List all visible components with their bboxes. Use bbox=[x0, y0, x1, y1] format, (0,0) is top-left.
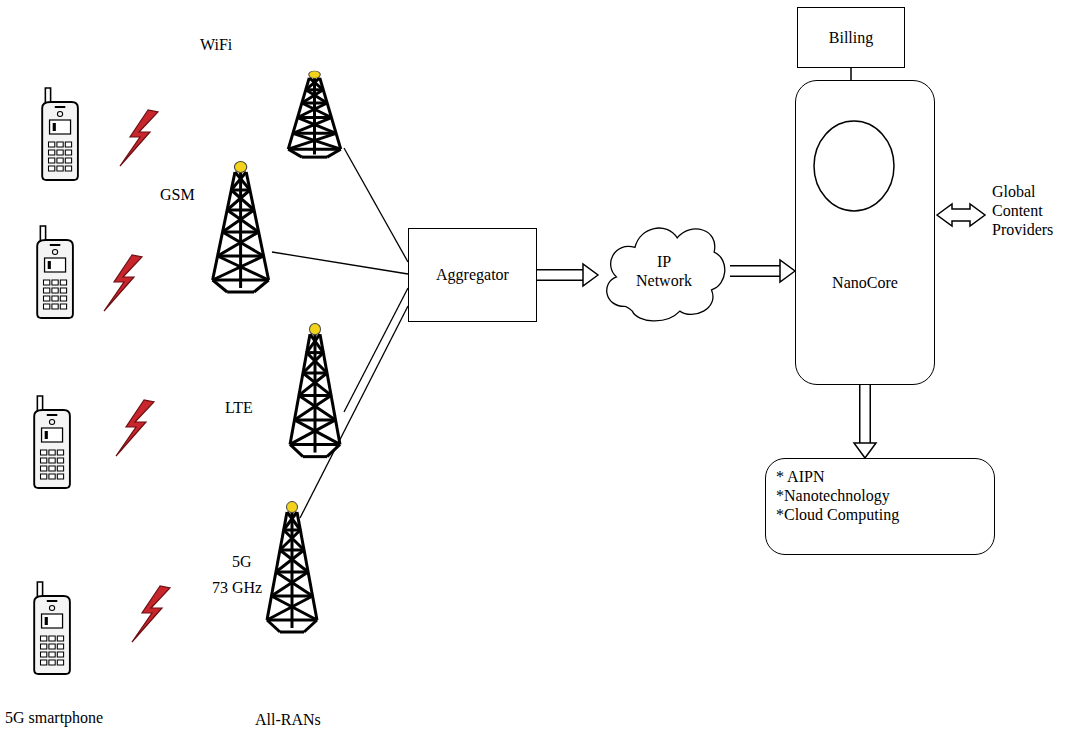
node-text: *Nanotechnology bbox=[776, 486, 890, 505]
text-label: 5G smartphone bbox=[5, 708, 103, 727]
node-text: * AIPN bbox=[776, 467, 824, 486]
text-label: WiFi bbox=[200, 35, 232, 54]
double-arrow bbox=[937, 204, 985, 226]
text-label: Global Content Providers bbox=[992, 182, 1074, 240]
core-ellipse bbox=[796, 81, 934, 384]
text-label: GSM bbox=[160, 185, 195, 204]
flow-arrow bbox=[854, 383, 876, 458]
node-text: Aggregator bbox=[436, 265, 509, 284]
tower bbox=[213, 162, 269, 293]
text-label: LTE bbox=[225, 398, 253, 417]
flow-arrow bbox=[535, 264, 598, 286]
billing-box: Billing bbox=[797, 7, 905, 68]
flow-arrow bbox=[851, 68, 852, 80]
flow-arrow bbox=[728, 260, 795, 282]
tower bbox=[267, 502, 317, 633]
node-text: NanoCore bbox=[832, 273, 898, 292]
ip-network-cloud: IP Network bbox=[598, 212, 730, 330]
text-label: 5G bbox=[232, 552, 252, 571]
ran-link bbox=[272, 148, 408, 518]
aggregator-box: Aggregator bbox=[408, 228, 537, 322]
tower bbox=[290, 324, 340, 457]
text-label: 73 GHz bbox=[212, 578, 262, 597]
node-text: IP Network bbox=[629, 252, 699, 290]
nanocore-box: NanoCore bbox=[795, 80, 935, 385]
tower bbox=[288, 71, 341, 157]
cloud-outline bbox=[598, 212, 730, 330]
technology-list: * AIPN*Nanotechnology*Cloud Computing bbox=[765, 458, 995, 555]
node-text: Billing bbox=[829, 28, 873, 47]
text-label: All-RANs bbox=[255, 710, 321, 729]
node-text: *Cloud Computing bbox=[776, 505, 899, 524]
